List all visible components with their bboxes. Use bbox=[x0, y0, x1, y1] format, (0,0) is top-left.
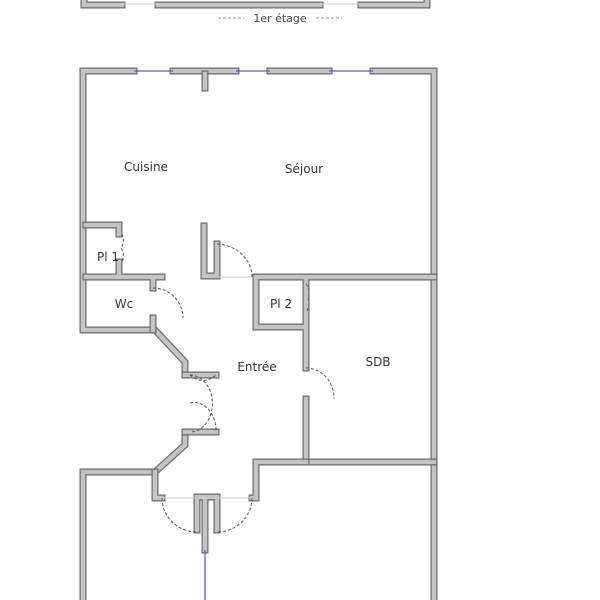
floor-label: 1er étage bbox=[253, 12, 307, 25]
room-label-pl2: Pl 2 bbox=[270, 297, 292, 311]
room-label-cuisine: Cuisine bbox=[124, 160, 168, 174]
room-label-entree: Entrée bbox=[237, 360, 276, 374]
room-label-wc: Wc bbox=[115, 297, 133, 311]
room-label-sejour: Séjour bbox=[285, 162, 323, 176]
walls bbox=[79, 67, 438, 600]
room-label-sdb: SDB bbox=[365, 355, 390, 369]
room-label-pl1: Pl 1 bbox=[97, 250, 119, 264]
room-labels: Cuisine Séjour Pl 1 Wc Pl 2 Entrée SDB bbox=[97, 160, 391, 374]
doors bbox=[120, 233, 335, 533]
upper-floor-fragment: 1er étage bbox=[80, 0, 431, 25]
windows bbox=[134, 70, 373, 600]
